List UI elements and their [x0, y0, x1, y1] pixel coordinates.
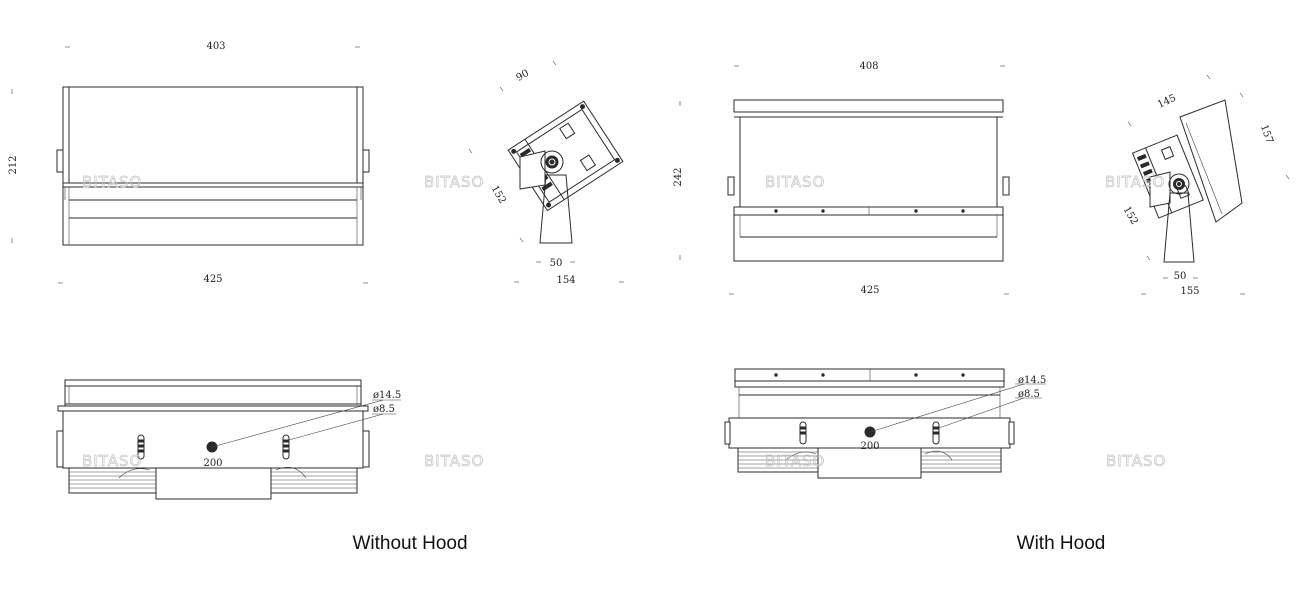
- watermark-logo: BITASO: [765, 173, 825, 191]
- dim-side-height: 152: [489, 184, 508, 206]
- dim-hole-spacing: 200: [860, 441, 879, 452]
- watermark-logo: BITASO: [1106, 452, 1166, 470]
- watermark-logo: BITASO: [765, 452, 825, 470]
- dim-hole-small: ø8.5: [1018, 389, 1040, 400]
- dim-depth: 145: [1156, 93, 1178, 111]
- dim-hole-spacing: 200: [203, 458, 222, 469]
- side-dimensions-without-hood: 90 152 50 154: [468, 60, 624, 286]
- side-view-without-hood: [507, 100, 624, 244]
- watermark-logo: BITASO: [424, 452, 484, 470]
- front-dimensions-with-hood: 408 425 242: [673, 61, 1009, 296]
- side-view-with-hood: [1131, 99, 1243, 263]
- bottom-dimensions-with-hood: ø14.5 ø8.5 200: [860, 375, 1046, 452]
- dim-bottom-width: 425: [860, 285, 879, 296]
- dim-hole-small: ø8.5: [373, 404, 395, 415]
- dim-top-width: 403: [206, 41, 225, 52]
- dim-base-width: 154: [556, 275, 575, 286]
- dim-bottom-width: 425: [203, 274, 222, 285]
- front-view-without-hood: [56, 86, 370, 246]
- dim-hole-large: ø14.5: [373, 390, 401, 401]
- watermark-logo: BITASO: [1105, 173, 1165, 191]
- front-dimensions-without-hood: 403 425 212: [8, 41, 368, 285]
- bottom-view-without-hood: [56, 379, 401, 500]
- caption-with-hood: With Hood: [1016, 533, 1106, 554]
- dim-hood-length: 157: [1258, 123, 1275, 145]
- caption-without-hood: Without Hood: [352, 533, 468, 554]
- dim-height: 242: [673, 167, 684, 186]
- dim-pole-width: 50: [550, 258, 563, 269]
- bottom-view-with-hood: [724, 368, 1046, 479]
- dim-height: 212: [8, 155, 19, 174]
- dim-hole-large: ø14.5: [1018, 375, 1046, 386]
- watermark-logo: BITASO: [82, 173, 142, 191]
- bottom-dimensions-without-hood: ø14.5 ø8.5 200: [203, 390, 401, 469]
- dim-base-width: 155: [1180, 286, 1199, 297]
- watermarks: BITASO BITASO BITASO BITASO BITASO BITAS…: [82, 173, 1166, 471]
- dim-depth: 90: [514, 68, 531, 84]
- dim-side-height: 152: [1121, 205, 1140, 227]
- dim-pole-width: 50: [1174, 271, 1187, 282]
- watermark-logo: BITASO: [424, 173, 484, 191]
- watermark-logo: BITASO: [82, 452, 142, 470]
- dim-top-width: 408: [859, 61, 878, 72]
- front-view-with-hood: [727, 99, 1010, 262]
